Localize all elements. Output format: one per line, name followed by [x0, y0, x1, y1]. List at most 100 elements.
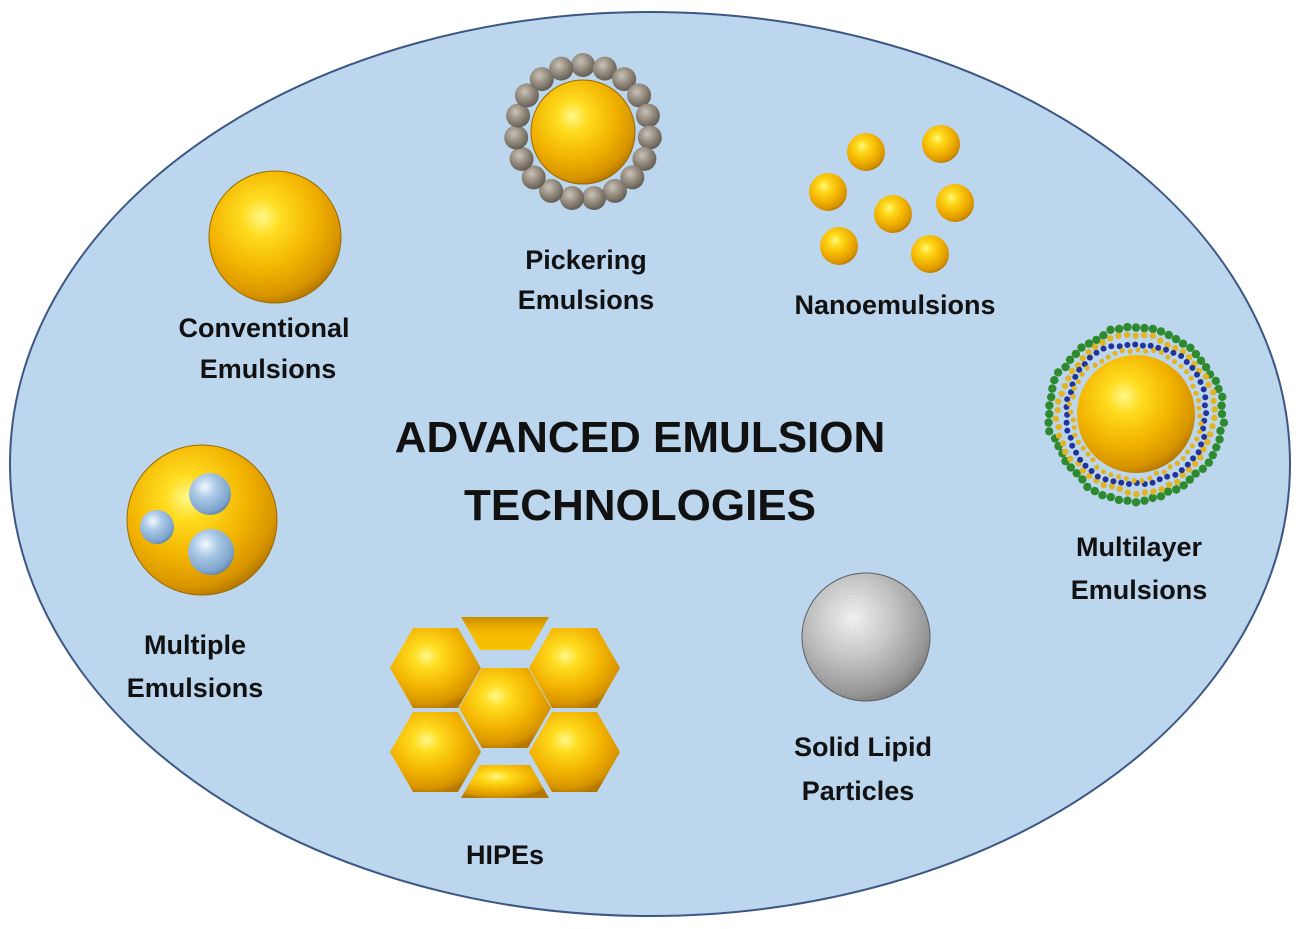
layer-molecule	[1147, 475, 1153, 481]
layer-molecule	[1076, 366, 1083, 373]
pickering-particle	[612, 67, 637, 92]
layer-molecule	[1156, 476, 1163, 483]
layer-molecule	[1062, 448, 1069, 456]
inner-water-droplet	[140, 510, 174, 544]
layer-molecule	[1099, 358, 1105, 364]
layer-molecule	[1178, 363, 1184, 369]
multilayer-label-line1: Multilayer	[1076, 532, 1203, 562]
layer-molecule	[1065, 355, 1075, 364]
layer-molecule	[1205, 381, 1212, 388]
layer-molecule	[1069, 367, 1076, 375]
layer-molecule	[1127, 348, 1133, 354]
layer-molecule	[1179, 471, 1186, 479]
layer-molecule	[1171, 358, 1178, 365]
nano-droplet	[936, 184, 974, 222]
hipes-label: HIPEs	[466, 840, 544, 870]
layer-molecule	[1083, 482, 1092, 492]
layer-molecule	[1099, 339, 1106, 346]
hexagon-droplet	[390, 628, 481, 708]
layer-molecule	[1108, 483, 1116, 490]
layer-molecule	[1218, 392, 1227, 401]
layer-molecule	[1085, 349, 1092, 356]
layer-molecule	[1211, 406, 1218, 413]
layer-molecule	[1079, 467, 1087, 474]
layer-molecule	[1204, 458, 1214, 467]
layer-molecule	[1202, 394, 1209, 401]
layer-molecule	[1158, 486, 1165, 493]
layer-molecule	[1194, 436, 1200, 442]
layer-molecule	[1123, 496, 1132, 505]
layer-molecule	[1170, 349, 1177, 356]
layer-molecule	[1141, 489, 1149, 496]
layer-molecule	[1106, 325, 1115, 334]
layer-molecule	[1195, 449, 1202, 456]
particle-ring	[504, 53, 662, 211]
layer-molecule	[1139, 342, 1146, 349]
layer-molecule	[1140, 496, 1149, 505]
layer-molecule	[1196, 397, 1202, 404]
diagram-title-line2: TECHNOLOGIES	[464, 481, 816, 530]
layer-molecule	[1198, 421, 1204, 427]
layer-molecule	[1212, 443, 1221, 452]
layer-molecule	[1179, 481, 1188, 490]
layer-molecule	[1156, 327, 1166, 336]
layer-molecule	[1080, 445, 1086, 451]
layer-molecule	[1217, 409, 1227, 419]
layer-molecule	[1123, 322, 1132, 332]
layer-molecule	[1188, 375, 1194, 381]
layer-molecule	[1068, 409, 1074, 415]
layer-molecule	[1161, 469, 1167, 475]
layer-molecule	[1100, 481, 1107, 489]
layer-molecule	[1068, 389, 1074, 396]
layer-molecule	[1148, 493, 1157, 503]
layer-molecule	[1064, 427, 1071, 434]
layer-molecule	[1163, 346, 1169, 353]
layer-molecule	[1180, 455, 1186, 461]
layer-molecule	[1110, 478, 1117, 485]
layer-molecule	[1185, 475, 1195, 484]
pickering-particle	[506, 103, 531, 128]
nano-droplet	[911, 235, 949, 273]
layer-molecule	[1192, 460, 1199, 468]
layer-molecule	[1208, 450, 1218, 460]
layer-molecule	[1054, 398, 1062, 405]
layer-molecule	[1084, 365, 1090, 371]
pickering-particle	[521, 165, 546, 190]
layer-molecule	[1191, 349, 1201, 359]
pickering-particle	[635, 103, 660, 128]
layer-molecule	[1172, 485, 1181, 494]
layer-molecule	[1124, 342, 1131, 348]
layer-molecule	[1189, 443, 1195, 449]
layer-molecule	[1197, 454, 1204, 461]
layer-molecule	[1200, 446, 1207, 453]
layer-molecule	[1085, 451, 1091, 457]
layer-molecule	[1186, 354, 1193, 361]
layer-molecule	[1198, 441, 1205, 448]
layer-molecule	[1194, 371, 1200, 378]
layer-molecule	[1204, 438, 1211, 446]
nano-droplet	[809, 173, 847, 211]
layer-molecule	[1178, 339, 1188, 348]
pickering-particle	[620, 165, 645, 190]
layer-molecule	[1077, 456, 1084, 463]
layer-molecule	[1210, 389, 1217, 396]
layer-molecule	[1211, 376, 1221, 386]
outer-oil-droplet	[126, 444, 278, 596]
pickering-particle	[514, 83, 539, 108]
layer-molecule	[1217, 401, 1226, 410]
layer-molecule	[1191, 469, 1200, 478]
layer-molecule	[1171, 334, 1181, 344]
layer-molecule	[1058, 390, 1066, 397]
layer-molecule	[1071, 349, 1081, 359]
layer-molecule	[1147, 342, 1154, 349]
layer-molecule	[1092, 362, 1098, 368]
pickering-particle	[627, 83, 652, 108]
layer-molecule	[1131, 478, 1137, 484]
layer-molecule	[1094, 464, 1100, 470]
pickering-particle	[504, 125, 529, 150]
layer-molecule	[1061, 362, 1070, 372]
layer-molecule	[1202, 373, 1210, 380]
hexagon-droplet	[459, 668, 551, 748]
layer-molecule	[1216, 426, 1225, 435]
layer-molecule	[1140, 323, 1149, 333]
